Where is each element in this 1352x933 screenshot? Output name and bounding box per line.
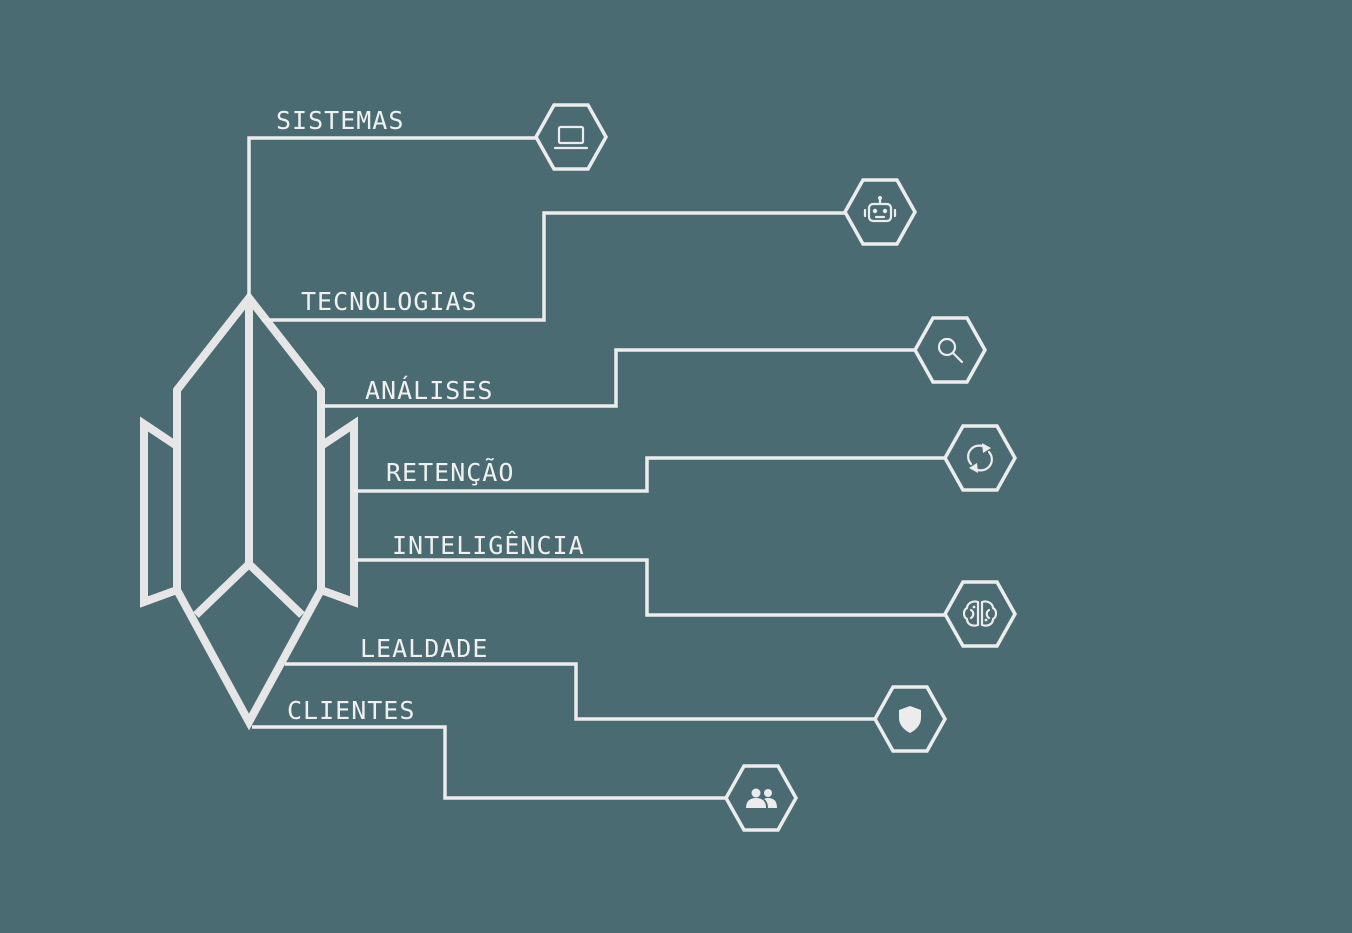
connector-clientes xyxy=(252,725,726,800)
node-tecnologias xyxy=(842,178,918,246)
connector-lealdade xyxy=(285,662,876,721)
emblem-left-wing xyxy=(140,416,181,608)
emblem-body xyxy=(173,291,325,731)
node-sistemas xyxy=(533,103,609,171)
node-analises xyxy=(912,316,988,384)
label-lealdade: LEALDADE xyxy=(360,634,488,663)
hexagon xyxy=(872,685,948,753)
label-tecnologias: TECNOLOGIAS xyxy=(301,287,478,316)
connector-tecnologias xyxy=(262,211,846,322)
node-inteligencia xyxy=(942,580,1018,648)
hexagon xyxy=(912,316,988,384)
connector-sistemas xyxy=(247,136,536,296)
node-retencao xyxy=(942,424,1018,492)
hexagon xyxy=(533,103,609,171)
brain-icon xyxy=(962,600,998,627)
label-retencao: RETENÇÃO xyxy=(386,457,514,487)
refresh-icon xyxy=(967,443,993,473)
connector-retencao xyxy=(354,456,946,493)
crystal-emblem xyxy=(140,291,358,731)
label-inteligencia: INTELIGÊNCIA xyxy=(392,531,585,560)
node-lealdade xyxy=(872,685,948,753)
label-clientes: CLIENTES xyxy=(287,696,415,725)
hexagon xyxy=(942,424,1018,492)
hexagon xyxy=(942,580,1018,648)
emblem-right-wing xyxy=(317,416,358,608)
hexagon xyxy=(723,764,799,832)
emblem-facet xyxy=(193,558,305,618)
label-sistemas: SISTEMAS xyxy=(276,106,404,135)
people-icon xyxy=(746,788,777,808)
hexagon xyxy=(842,178,918,246)
connector-analises xyxy=(321,348,916,408)
node-clientes xyxy=(723,764,799,832)
branch-labels: SISTEMAS TECNOLOGIAS ANÁLISES RETENÇÃO I… xyxy=(276,106,585,725)
laptop-icon xyxy=(553,125,589,150)
label-analises: ANÁLISES xyxy=(365,376,493,405)
shield-icon xyxy=(899,706,921,733)
robot-icon xyxy=(863,196,897,223)
search-icon xyxy=(937,337,964,364)
connector-lines xyxy=(247,136,946,800)
connector-inteligencia xyxy=(354,558,946,617)
